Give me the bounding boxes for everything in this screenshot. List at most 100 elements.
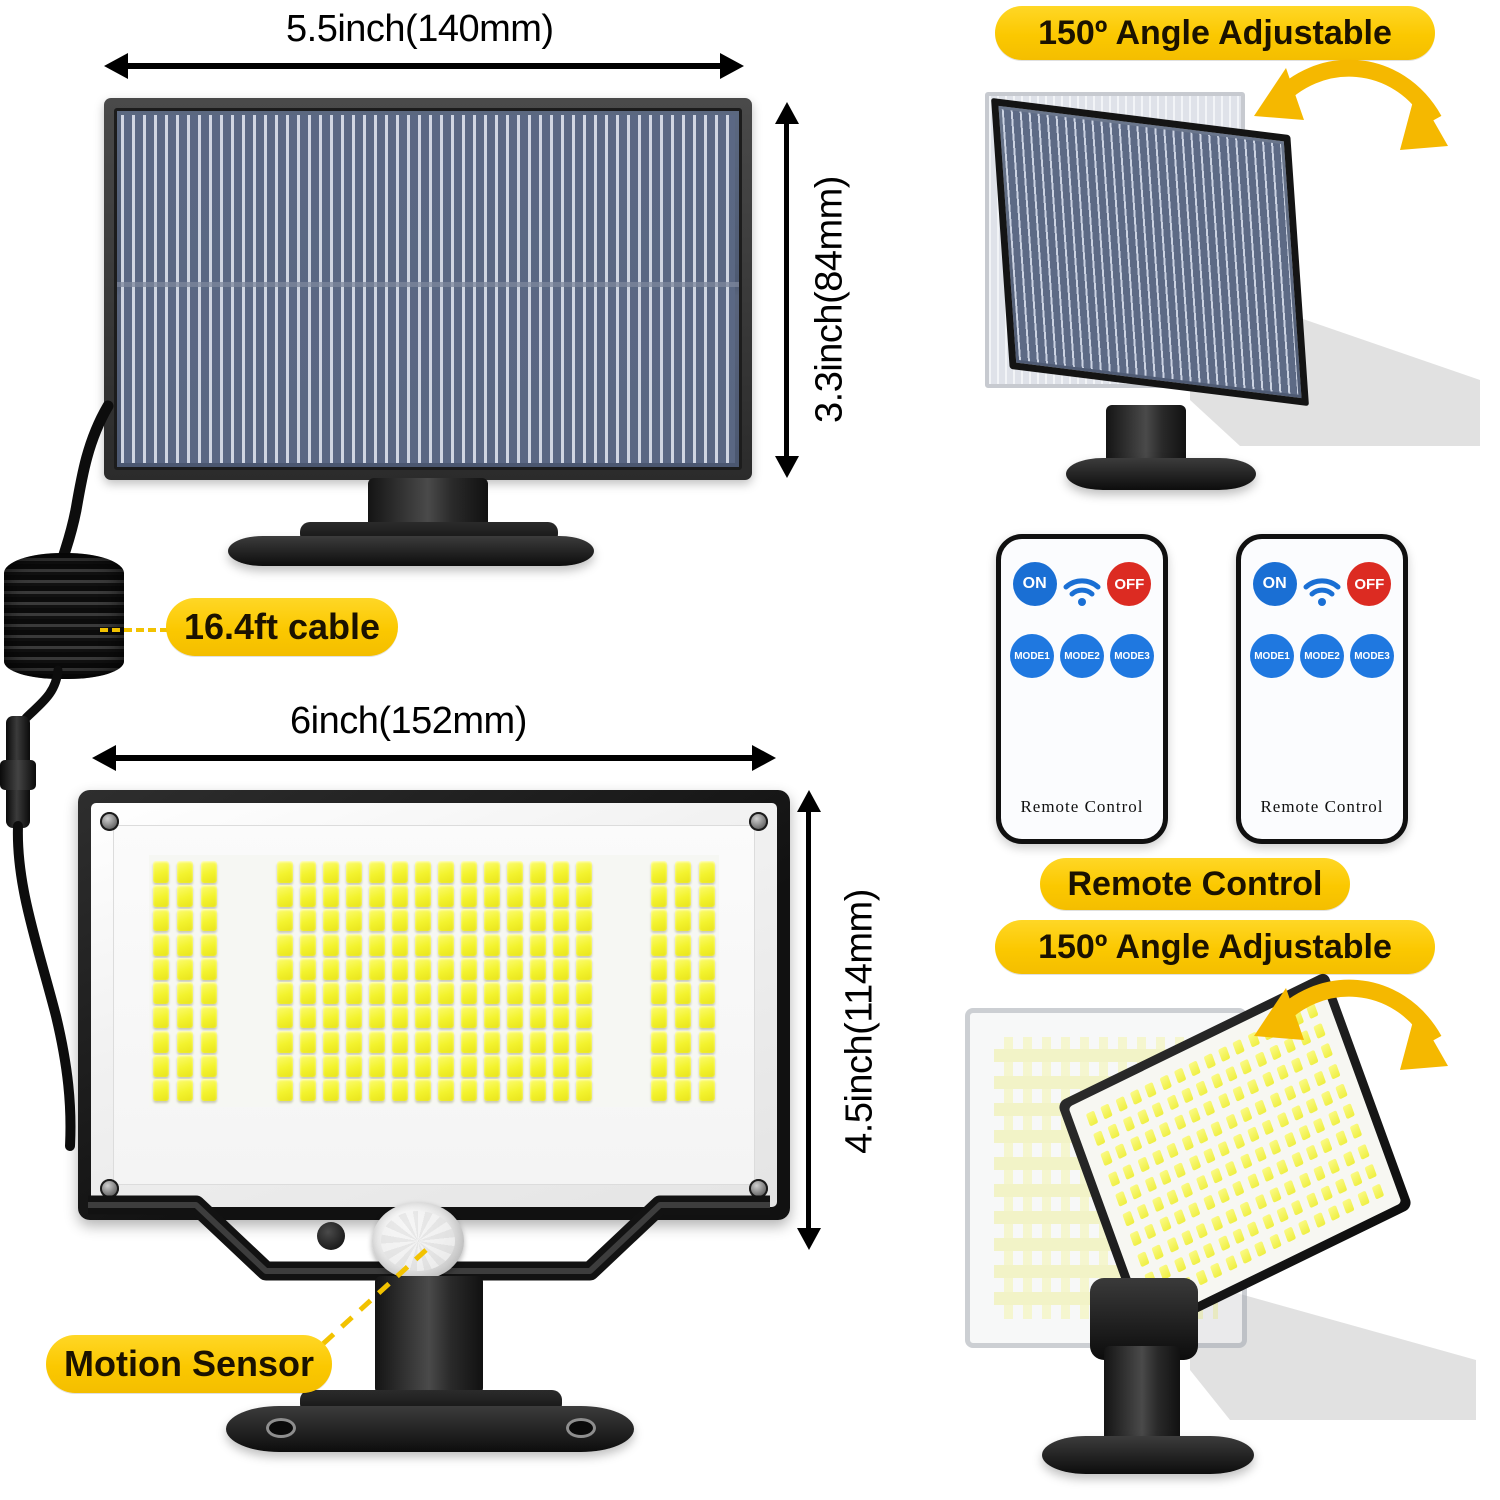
led <box>1232 1086 1246 1103</box>
led-row <box>153 861 715 883</box>
led <box>153 1006 169 1029</box>
remote1-mode3-button[interactable]: MODE3 <box>1110 634 1154 678</box>
led <box>368 933 385 956</box>
led-row <box>153 933 715 956</box>
led-group-right <box>651 861 715 883</box>
remote-control-2[interactable]: ON OFF MODE1 MODE2 MODE3 <box>1236 534 1408 844</box>
led <box>201 909 217 932</box>
remote2-on-button[interactable]: ON <box>1252 562 1297 606</box>
led <box>368 1030 385 1053</box>
led <box>483 885 500 908</box>
led <box>675 885 691 908</box>
led <box>1144 1081 1158 1098</box>
led <box>675 982 691 1005</box>
led-group-mid <box>276 861 592 883</box>
led <box>1290 1151 1304 1169</box>
led <box>299 909 316 932</box>
remote2-off-button[interactable]: OFF <box>1347 562 1392 606</box>
led-group-left <box>153 885 217 908</box>
led <box>299 885 316 908</box>
led <box>1305 1144 1319 1161</box>
remote-control-badge-label: Remote Control <box>1067 864 1323 903</box>
led <box>483 1030 500 1053</box>
led <box>1107 1123 1121 1140</box>
led <box>322 957 339 980</box>
led <box>1202 1194 1216 1212</box>
led <box>368 957 385 980</box>
led <box>460 957 477 980</box>
led-group-mid <box>276 1054 592 1077</box>
led <box>177 909 193 932</box>
remote1-mode2-button[interactable]: MODE2 <box>1060 634 1104 678</box>
remote2-mode2-button[interactable]: MODE2 <box>1300 634 1344 678</box>
led <box>552 909 569 932</box>
led <box>529 861 546 883</box>
remote1-on-button[interactable]: ON <box>1012 562 1057 606</box>
led <box>1210 1073 1224 1090</box>
led <box>575 885 592 908</box>
led <box>414 1078 431 1101</box>
wifi-icon[interactable] <box>1300 562 1344 606</box>
remote1-off-button[interactable]: OFF <box>1107 562 1152 606</box>
led <box>1159 1074 1172 1091</box>
led <box>368 1078 385 1101</box>
led-group-mid <box>276 1006 592 1029</box>
led <box>675 1078 691 1101</box>
led <box>1290 1199 1304 1216</box>
motion-sensor-badge: Motion Sensor <box>46 1335 332 1393</box>
led <box>506 1030 523 1053</box>
led <box>201 1030 217 1053</box>
led <box>1144 1128 1157 1146</box>
remote1-mode1-button[interactable]: MODE1 <box>1010 634 1054 678</box>
led <box>1188 1249 1201 1266</box>
led <box>299 1030 316 1053</box>
remote2-mode1-button[interactable]: MODE1 <box>1250 634 1294 678</box>
led <box>1247 1126 1260 1143</box>
led <box>414 1030 431 1053</box>
led <box>1210 1262 1223 1279</box>
led <box>699 909 715 932</box>
led <box>1151 1149 1165 1166</box>
led <box>1217 1234 1231 1252</box>
led <box>368 1054 385 1077</box>
remote2-row-top: ON OFF <box>1251 561 1393 607</box>
led <box>1327 1110 1341 1127</box>
led <box>1158 1169 1172 1186</box>
led-group-left <box>153 933 217 956</box>
led <box>675 957 691 980</box>
led-row <box>153 1006 715 1029</box>
led <box>651 982 667 1005</box>
led <box>460 933 477 956</box>
wifi-icon[interactable] <box>1060 562 1104 606</box>
led <box>1100 1103 1114 1120</box>
led <box>1283 1179 1297 1196</box>
remote2-mode3-button[interactable]: MODE3 <box>1350 634 1394 678</box>
led <box>201 1006 217 1029</box>
remote-control-1[interactable]: ON OFF MODE1 MODE2 MODE3 <box>996 534 1168 844</box>
remote2-caption: Remote Control <box>1260 797 1384 816</box>
led <box>552 1006 569 1029</box>
led-array <box>149 855 719 1107</box>
led-group-left <box>153 909 217 932</box>
led-group-right <box>651 909 715 932</box>
led <box>391 1006 408 1029</box>
led <box>1137 1108 1150 1126</box>
led <box>201 933 217 956</box>
led <box>276 1078 293 1101</box>
lamp-ghost-position <box>1190 1280 1476 1420</box>
led <box>276 982 293 1005</box>
led <box>276 1030 293 1053</box>
light-sensor <box>317 1222 345 1250</box>
led <box>1239 1247 1253 1265</box>
solar-panel-height-label: 3.3inch(84mm) <box>808 176 851 423</box>
led <box>1349 1170 1363 1187</box>
lamp-angle-badge: 150º Angle Adjustable <box>995 920 1435 974</box>
led-group-left <box>153 861 217 883</box>
led <box>345 909 362 932</box>
led <box>552 1054 569 1077</box>
led <box>414 982 431 1005</box>
led <box>1254 1146 1267 1163</box>
led <box>1151 1101 1165 1118</box>
led <box>1356 1190 1370 1207</box>
